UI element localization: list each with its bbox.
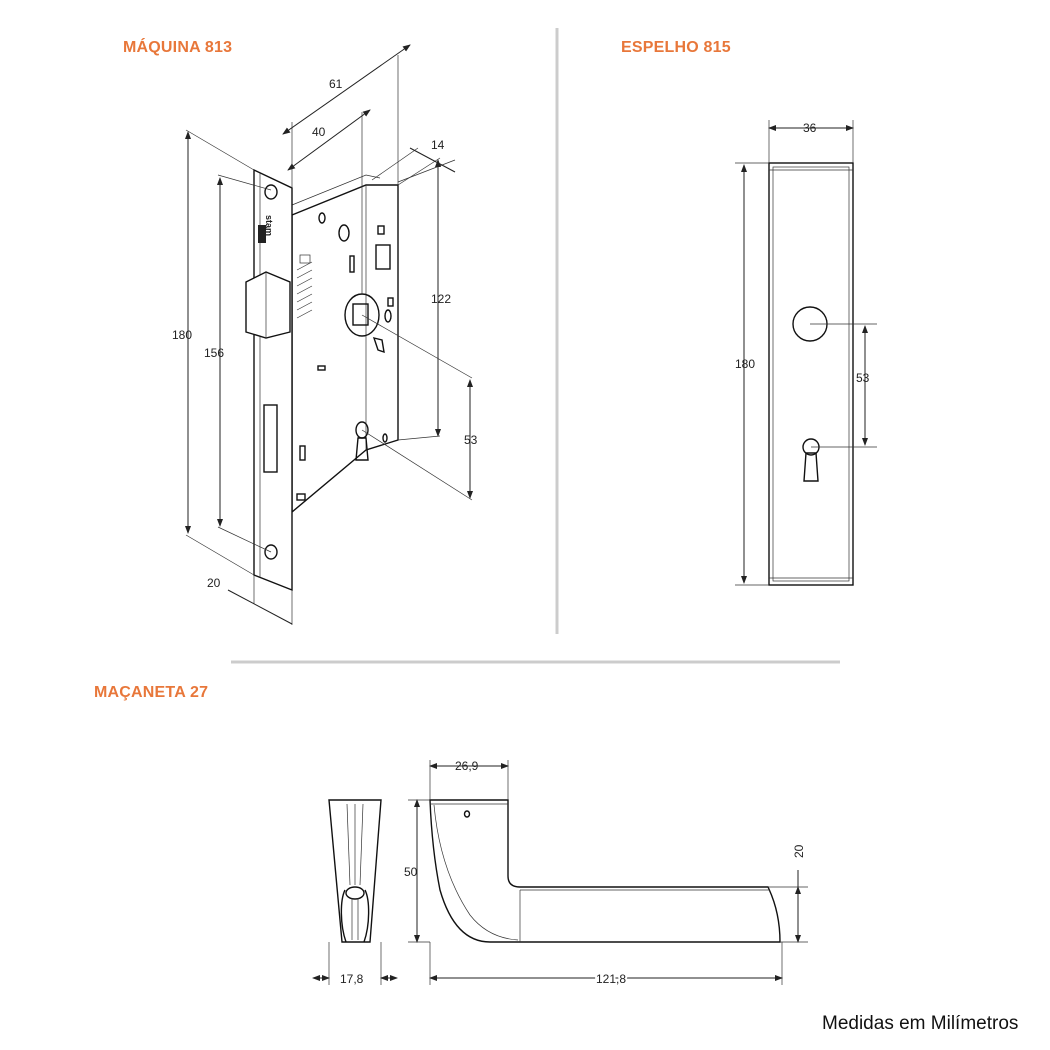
latch-bolt [245, 271, 291, 339]
dim-180-espelho: 180 [735, 357, 755, 371]
dead-bolt-slot [263, 404, 278, 473]
svg-text:stam: stam [264, 215, 274, 236]
handle-front-view [429, 799, 781, 943]
dim-156: 156 [204, 346, 224, 360]
dim-53-espelho: 53 [856, 371, 870, 385]
maquina-title: MÁQUINA 813 [123, 39, 233, 56]
dim-50: 50 [404, 865, 418, 879]
dim-14: 14 [431, 138, 445, 152]
dim-61: 61 [329, 77, 343, 91]
dim-20: 20 [207, 576, 221, 590]
keyhole [355, 421, 369, 461]
dim-36: 36 [803, 121, 817, 135]
macaneta-drawing: 26,9 50 20 17,8 121,8 [312, 759, 808, 988]
dim-122: 122 [431, 292, 451, 306]
units-note: Medidas em Milímetros [822, 1013, 1019, 1034]
dim-121-8: 121,8 [596, 972, 626, 986]
maquina-drawing: stam [172, 44, 478, 625]
dim-20-macaneta: 20 [792, 844, 806, 858]
dim-40: 40 [312, 125, 326, 139]
dim-17-8: 17,8 [340, 972, 364, 986]
maker-stamp: stam [258, 215, 274, 243]
espelho-title: ESPELHO 815 [621, 39, 731, 56]
macaneta-title: MAÇANETA 27 [94, 684, 209, 701]
dim-53: 53 [464, 433, 478, 447]
handle-side-view [328, 799, 382, 943]
dim-180: 180 [172, 328, 192, 342]
escutcheon-plate [768, 162, 854, 586]
espelho-drawing: 36 180 53 [735, 120, 877, 586]
dim-26-9: 26,9 [455, 759, 479, 773]
